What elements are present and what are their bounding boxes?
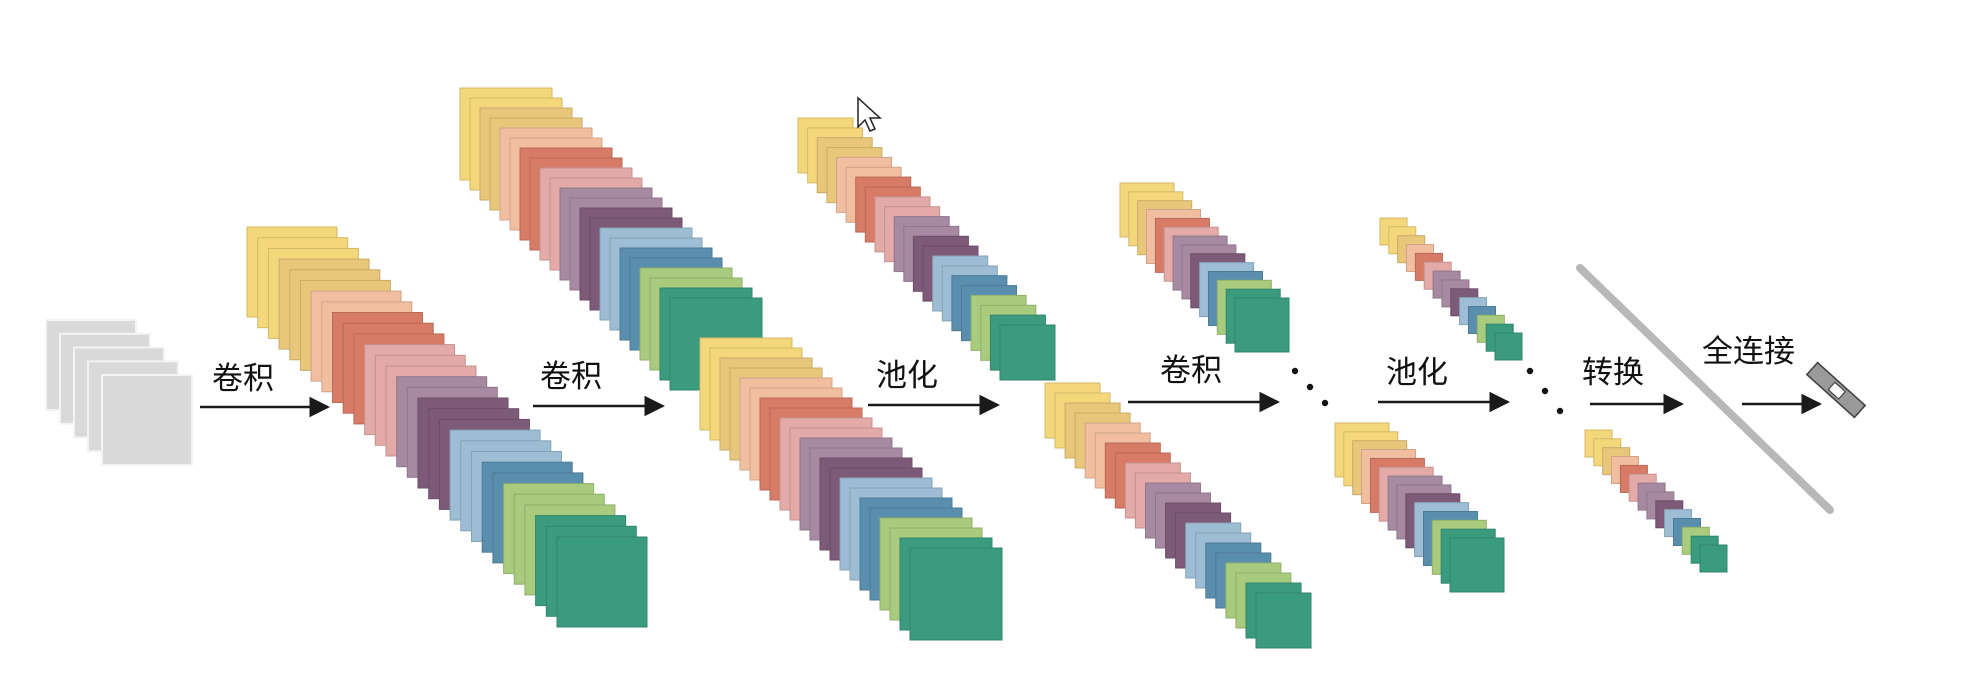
ellipsis-dots-1 bbox=[1291, 367, 1329, 407]
label-conv1: 卷积 bbox=[212, 361, 274, 397]
pool2-feature-maps-top bbox=[1379, 217, 1523, 361]
feature-map-square bbox=[556, 536, 648, 628]
label-fully-connected: 全连接 bbox=[1702, 334, 1795, 370]
feature-map-square bbox=[909, 547, 1003, 641]
feature-map-square bbox=[1255, 592, 1312, 649]
feature-map-square bbox=[999, 324, 1056, 381]
feature-map-square bbox=[1234, 297, 1290, 353]
conv3-feature-maps-bottom bbox=[1334, 422, 1505, 593]
label-pool1: 池化 bbox=[876, 358, 938, 394]
label-pool2: 池化 bbox=[1386, 355, 1448, 391]
feature-map-square bbox=[101, 374, 193, 466]
label-conv3: 卷积 bbox=[1160, 353, 1222, 389]
ellipsis-dots-2 bbox=[1526, 367, 1564, 415]
fully-connected-bar bbox=[1576, 264, 1834, 514]
conv2-feature-maps-bottom bbox=[699, 337, 1003, 641]
conv3-feature-maps-top bbox=[1119, 182, 1290, 353]
pool1-feature-maps-bottom bbox=[1044, 382, 1312, 649]
pool1-feature-maps-top bbox=[797, 117, 1056, 381]
input-image-stack bbox=[45, 319, 193, 466]
output-unit-icon bbox=[1805, 361, 1867, 419]
feature-map-square bbox=[1449, 537, 1505, 593]
pool2-feature-maps-bottom bbox=[1584, 429, 1728, 573]
feature-map-square bbox=[1494, 332, 1523, 361]
mouse-cursor-icon bbox=[857, 96, 882, 132]
conv1-feature-maps bbox=[246, 226, 648, 628]
feature-map-square bbox=[1699, 544, 1728, 573]
label-flatten: 转换 bbox=[1582, 355, 1644, 391]
label-conv2: 卷积 bbox=[540, 359, 602, 395]
conv2-feature-maps-top bbox=[459, 87, 763, 391]
